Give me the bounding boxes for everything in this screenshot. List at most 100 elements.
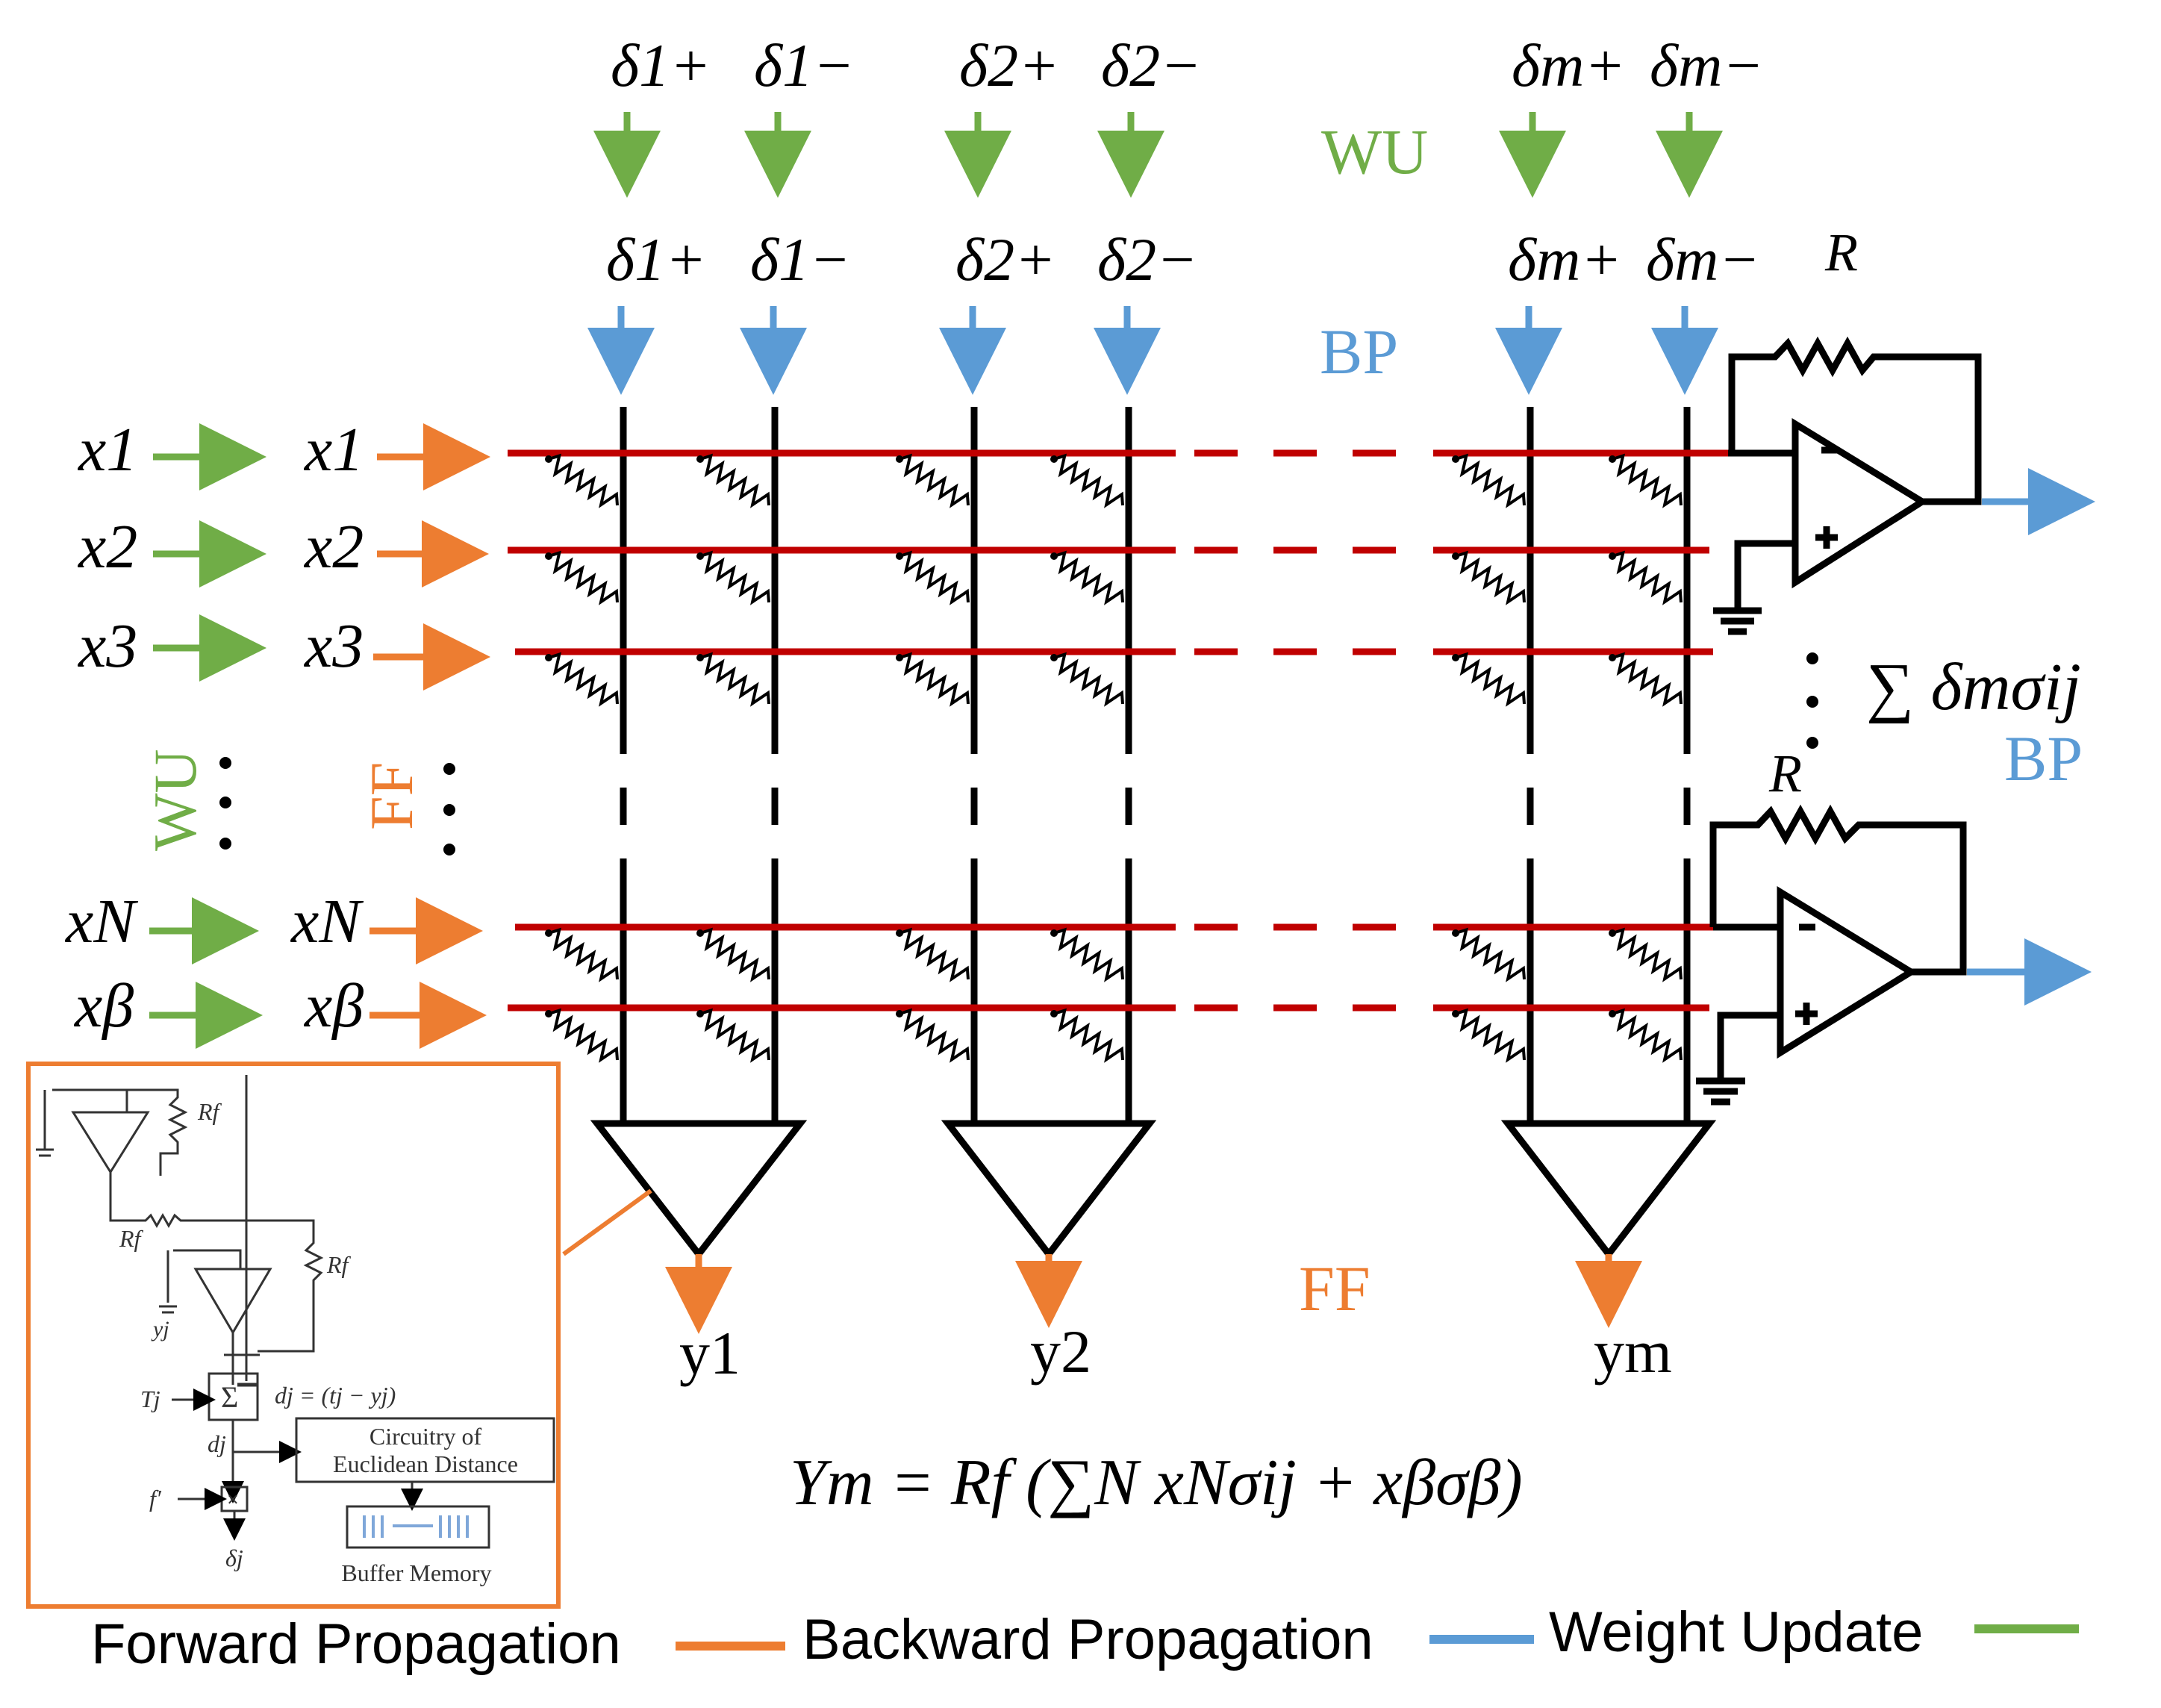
inset-rf-3: Rf: [326, 1251, 352, 1278]
output-ym: ym: [1594, 1318, 1672, 1386]
inset-multiply: ×: [227, 1489, 239, 1512]
bp-delta-2-plus: δ2+: [955, 225, 1055, 293]
inset-sigma: Σ: [221, 1380, 238, 1414]
memristor-node-r4-c3: [896, 929, 903, 937]
memristor-r2-c2: [699, 550, 770, 605]
memristor-node-r5-c6: [1609, 1010, 1616, 1017]
memristor-r4-c6: [1612, 927, 1683, 982]
memristor-r3-c2: [699, 652, 770, 707]
output-amplifiers: [590, 1120, 1717, 1260]
buffer-memory-bars: [363, 1515, 469, 1538]
output-equation: Ym = Rf (∑N xNσij + xβσβ): [790, 1447, 1523, 1519]
output-y2: y2: [1030, 1318, 1091, 1386]
memristor-node-r1-c6: [1609, 455, 1616, 463]
inset-deltaj: δj: [225, 1545, 243, 1571]
wu-delta-m-plus: δm+: [1512, 31, 1626, 99]
memristor-node-r3-c4: [1050, 654, 1058, 661]
ff-input-x3: x3: [303, 611, 364, 681]
forward-inputs: x1 x2 x3 xN xβ: [290, 415, 364, 1041]
memristor-r4-c4: [1053, 927, 1124, 982]
memristor-r5-c5: [1455, 1008, 1526, 1063]
bp-opamp-bottom: [1696, 804, 1967, 1106]
memristor-r1-c6: [1612, 453, 1683, 508]
memristor-r4-c2: [699, 927, 770, 982]
ff-input-xN: xN: [290, 887, 364, 956]
legend: Forward Propagation Backward Propagation…: [91, 1601, 2079, 1676]
memristor-node-r3-c1: [545, 654, 552, 661]
memristor-node-r2-c4: [1050, 552, 1058, 560]
memristor-node-r5-c2: [696, 1010, 704, 1017]
bp-top-label: BP: [1320, 316, 1398, 387]
weight-update-inputs: x1 x2 x3 xN xβ: [64, 415, 138, 1041]
bp-delta-m-minus: δm−: [1646, 225, 1760, 293]
memristor-r5-c2: [699, 1008, 770, 1063]
memristor-r5-c3: [899, 1008, 970, 1063]
wu-delta-2-minus: δ2−: [1101, 31, 1201, 99]
bp-delta-labels: δ1+ δ1− δ2+ δ2− δm+ δm−: [606, 225, 1760, 293]
memristor-node-r3-c2: [696, 654, 704, 661]
memristor-r3-c5: [1455, 652, 1526, 707]
inset-yj: yj: [151, 1317, 169, 1341]
inset-distance-line2: Euclidean Distance: [333, 1450, 518, 1477]
ff-input-xbeta: xβ: [303, 971, 364, 1041]
wu-delta-labels: δ1+ δ1− δ2+ δ2− δm+ δm−: [611, 31, 1764, 99]
wu-input-x1: x1: [77, 415, 137, 484]
memristor-r3-c4: [1053, 652, 1124, 707]
wu-input-x3: x3: [77, 611, 137, 681]
memristor-r2-c6: [1612, 550, 1683, 605]
memristor-node-r1-c5: [1452, 455, 1459, 463]
memristor-r4-c5: [1455, 927, 1526, 982]
output-arrows: [665, 1254, 1642, 1334]
inset-fprime: f′: [149, 1485, 162, 1512]
output-y1: y1: [679, 1319, 740, 1387]
memristor-node-r1-c2: [696, 455, 704, 463]
bp-right-label: BP: [2004, 723, 2083, 794]
weight-update-input-arrows: [149, 423, 266, 1049]
memristor-r3-c1: [548, 652, 619, 707]
memristor-r5-c4: [1053, 1008, 1124, 1063]
memristor-node-r1-c3: [896, 455, 903, 463]
inset-labels: Rf Rf Rf yj Tj Σ dj = (tj − yj) dj Circu…: [119, 1098, 518, 1586]
memristor-node-r2-c3: [896, 552, 903, 560]
ff-ellipsis-dots: [443, 763, 455, 855]
ff-vertical-label: FF: [358, 762, 425, 830]
memristor-r3-c3: [899, 652, 970, 707]
bp-opamp-top: [1713, 336, 1982, 635]
bp-delta-1-minus: δ1−: [750, 225, 850, 293]
resistor-label-top: R: [1824, 222, 1858, 282]
wu-delta-m-minus: δm−: [1650, 31, 1764, 99]
memristor-node-r4-c6: [1609, 929, 1616, 937]
inset-rf-1: Rf: [197, 1098, 222, 1125]
inset-pointer: [562, 1188, 652, 1256]
memristor-node-r3-c5: [1452, 654, 1459, 661]
memristor-node-r2-c6: [1609, 552, 1616, 560]
wu-down-arrows: [593, 112, 1723, 198]
memristor-node-r1-c4: [1050, 455, 1058, 463]
bp-delta-m-plus: δm+: [1508, 225, 1622, 293]
memristor-node-r4-c1: [545, 929, 552, 937]
legend-forward-label: Forward Propagation: [91, 1612, 621, 1676]
column-wires: [620, 407, 1691, 1123]
inset-box: [26, 1062, 561, 1609]
memristor-r5-c6: [1612, 1008, 1683, 1063]
memristor-r2-c4: [1053, 550, 1124, 605]
memristor-r1-c3: [899, 453, 970, 508]
memristor-r1-c4: [1053, 453, 1124, 508]
wu-input-xbeta: xβ: [73, 971, 134, 1041]
memristor-node-r5-c5: [1452, 1010, 1459, 1017]
memristor-node-r5-c1: [545, 1010, 552, 1017]
inset-difference: dj = (tj − yj): [275, 1382, 396, 1409]
memristor-node-r1-c1: [545, 455, 552, 463]
wu-input-xN: xN: [64, 887, 138, 956]
memristor-r3-c6: [1612, 652, 1683, 707]
wu-delta-1-minus: δ1−: [754, 31, 854, 99]
wu-vertical-label: WU: [141, 749, 209, 851]
bp-delta-1-plus: δ1+: [606, 225, 706, 293]
wu-delta-2-plus: δ2+: [959, 31, 1059, 99]
memristor-node-r2-c5: [1452, 552, 1459, 560]
memristor-r2-c5: [1455, 550, 1526, 605]
ff-bottom-label: FF: [1299, 1253, 1370, 1324]
memristor-r2-c1: [548, 550, 619, 605]
memristor-node-r5-c4: [1050, 1010, 1058, 1017]
